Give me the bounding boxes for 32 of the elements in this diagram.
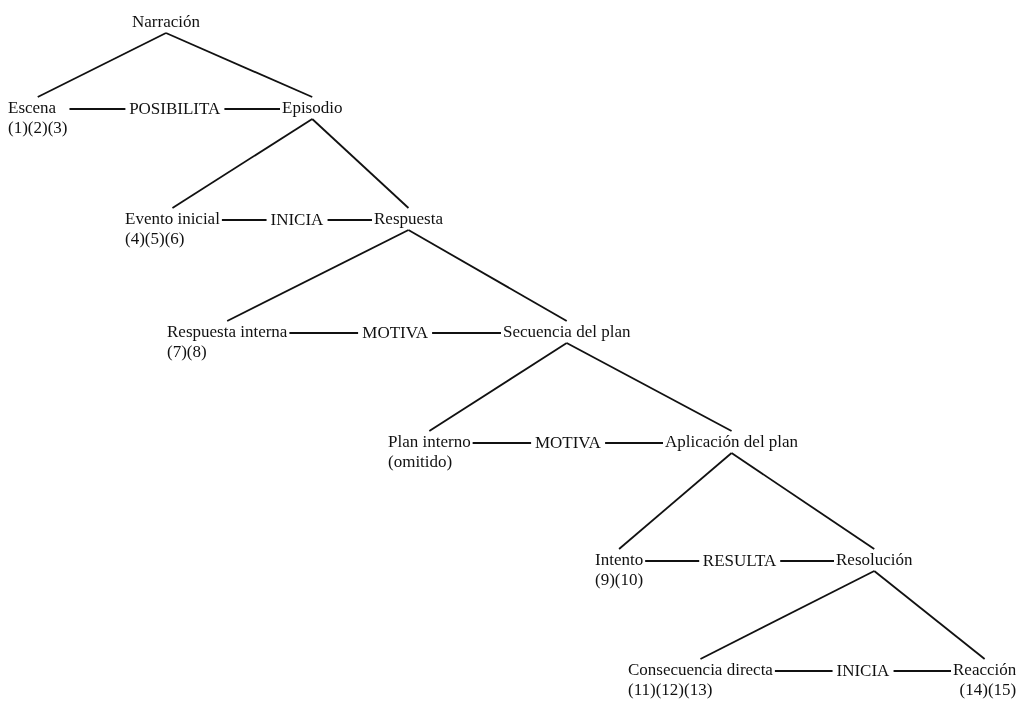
node-text: Intento	[595, 550, 644, 570]
tree-branch	[311, 118, 410, 209]
node-text: Respuesta interna	[167, 322, 288, 342]
node-text: Consecuencia directa	[628, 660, 773, 680]
tree-branch	[428, 342, 568, 432]
reference-numbers: (11)(12)(13)	[628, 680, 714, 700]
reference-numbers: (1)(2)(3)	[8, 118, 68, 138]
node-text: Plan interno	[388, 432, 471, 452]
node-text: Reacción	[953, 660, 1017, 680]
node-text: Resolución	[836, 550, 913, 570]
tree-branch	[36, 32, 167, 98]
tree-branch	[171, 118, 314, 209]
node-text: Secuencia del plan	[503, 322, 631, 342]
tree-branch	[699, 570, 876, 660]
node-text: Episodio	[282, 98, 343, 118]
node-text: Respuesta	[374, 209, 443, 229]
tree-branch	[730, 452, 876, 550]
reference-numbers: (7)(8)	[167, 342, 208, 362]
node-text: Evento inicial	[125, 209, 220, 229]
tree-branch	[873, 570, 986, 660]
node-text: Narración	[132, 12, 200, 32]
reference-numbers: (4)(5)(6)	[125, 229, 186, 249]
tree-branch	[565, 342, 733, 432]
tree-branch	[226, 229, 410, 322]
tree-branch	[165, 32, 314, 98]
reference-numbers: (14)(15)	[958, 680, 1017, 700]
tree-branch	[407, 229, 568, 322]
tree-branch	[618, 452, 733, 550]
reference-numbers: (omitido)	[388, 452, 454, 472]
node-text: Aplicación del plan	[665, 432, 799, 452]
reference-numbers: (9)(10)	[595, 570, 644, 590]
node-text: Escena	[8, 98, 58, 118]
